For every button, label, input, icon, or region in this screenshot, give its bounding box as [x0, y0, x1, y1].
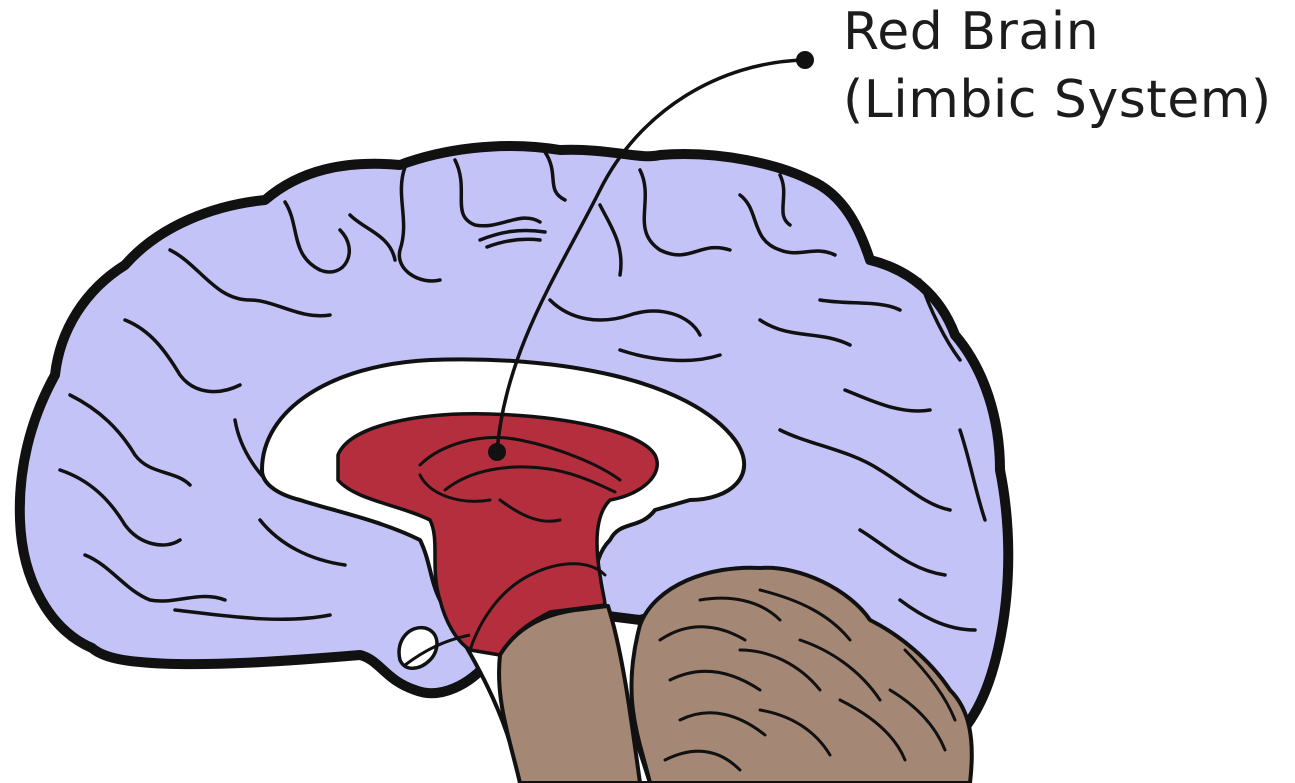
callout-label-line-1: Red Brain [843, 0, 1272, 66]
callout-dot-label [796, 51, 814, 69]
callout-label: Red Brain (Limbic System) [843, 0, 1272, 134]
brainstem [499, 606, 640, 783]
callout-label-line-2: (Limbic System) [843, 66, 1272, 134]
callout-dot-target [488, 443, 506, 461]
